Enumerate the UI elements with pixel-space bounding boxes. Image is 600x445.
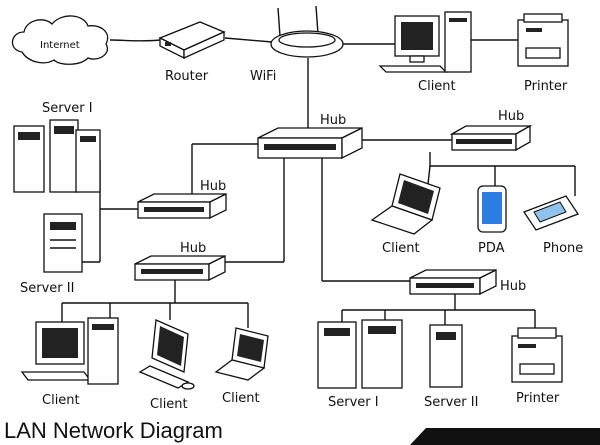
- server2-left-label: Server II: [20, 281, 74, 296]
- server-tower-icon: [13, 119, 101, 193]
- network-hub-icon: [449, 124, 533, 152]
- network-hub-icon: [137, 192, 227, 220]
- client-bottom-3-label: Client: [222, 391, 260, 406]
- internet-label: Internet: [40, 40, 80, 51]
- client-bottom-2-label: Client: [150, 397, 188, 412]
- laptop-icon: [370, 173, 441, 235]
- desktop-computer-icon: [378, 11, 472, 73]
- server1-bottom-label: Server I: [328, 395, 379, 410]
- printer-icon: [511, 327, 563, 383]
- server-tower-icon: [429, 324, 463, 388]
- phone-label: Phone: [543, 241, 583, 256]
- pda-label: PDA: [478, 241, 505, 256]
- client-laptop-right-label: Client: [382, 241, 420, 256]
- client-top-label: Client: [418, 79, 456, 94]
- client-bottom-1-label: Client: [42, 393, 80, 408]
- desktop-computer-icon: [20, 317, 119, 385]
- server-tower-icon: [43, 213, 83, 273]
- printer-bottom-label: Printer: [516, 391, 560, 406]
- network-hub-icon: [134, 254, 226, 282]
- pda-icon: [477, 185, 507, 233]
- printer-top-label: Printer: [524, 79, 568, 94]
- laptop-icon: [214, 327, 269, 381]
- router-icon: [158, 21, 226, 60]
- wifi-label: WiFi: [250, 69, 276, 84]
- hub-left-low-label: Hub: [180, 241, 206, 256]
- network-hub-icon: [257, 126, 363, 160]
- hub-right-low-label: Hub: [500, 279, 526, 294]
- hub-center-label: Hub: [320, 113, 346, 128]
- hub-left-mid-label: Hub: [200, 179, 226, 194]
- server2-bottom-label: Server II: [424, 395, 478, 410]
- desktop-computer-icon: [138, 319, 195, 390]
- wifi-access-point-icon: [270, 5, 344, 58]
- network-hub-icon: [409, 268, 497, 296]
- diagram-title: LAN Network Diagram: [4, 418, 223, 443]
- router-label: Router: [165, 69, 209, 84]
- hub-right-top-label: Hub: [498, 109, 524, 124]
- footer-bar: [410, 428, 600, 445]
- server1-left-label: Server I: [42, 101, 93, 116]
- internet-cloud-icon: [11, 15, 109, 65]
- server-tower-icon: [317, 319, 403, 389]
- connection-lines: [61, 37, 576, 330]
- phone-icon: [523, 195, 579, 231]
- printer-icon: [517, 13, 569, 67]
